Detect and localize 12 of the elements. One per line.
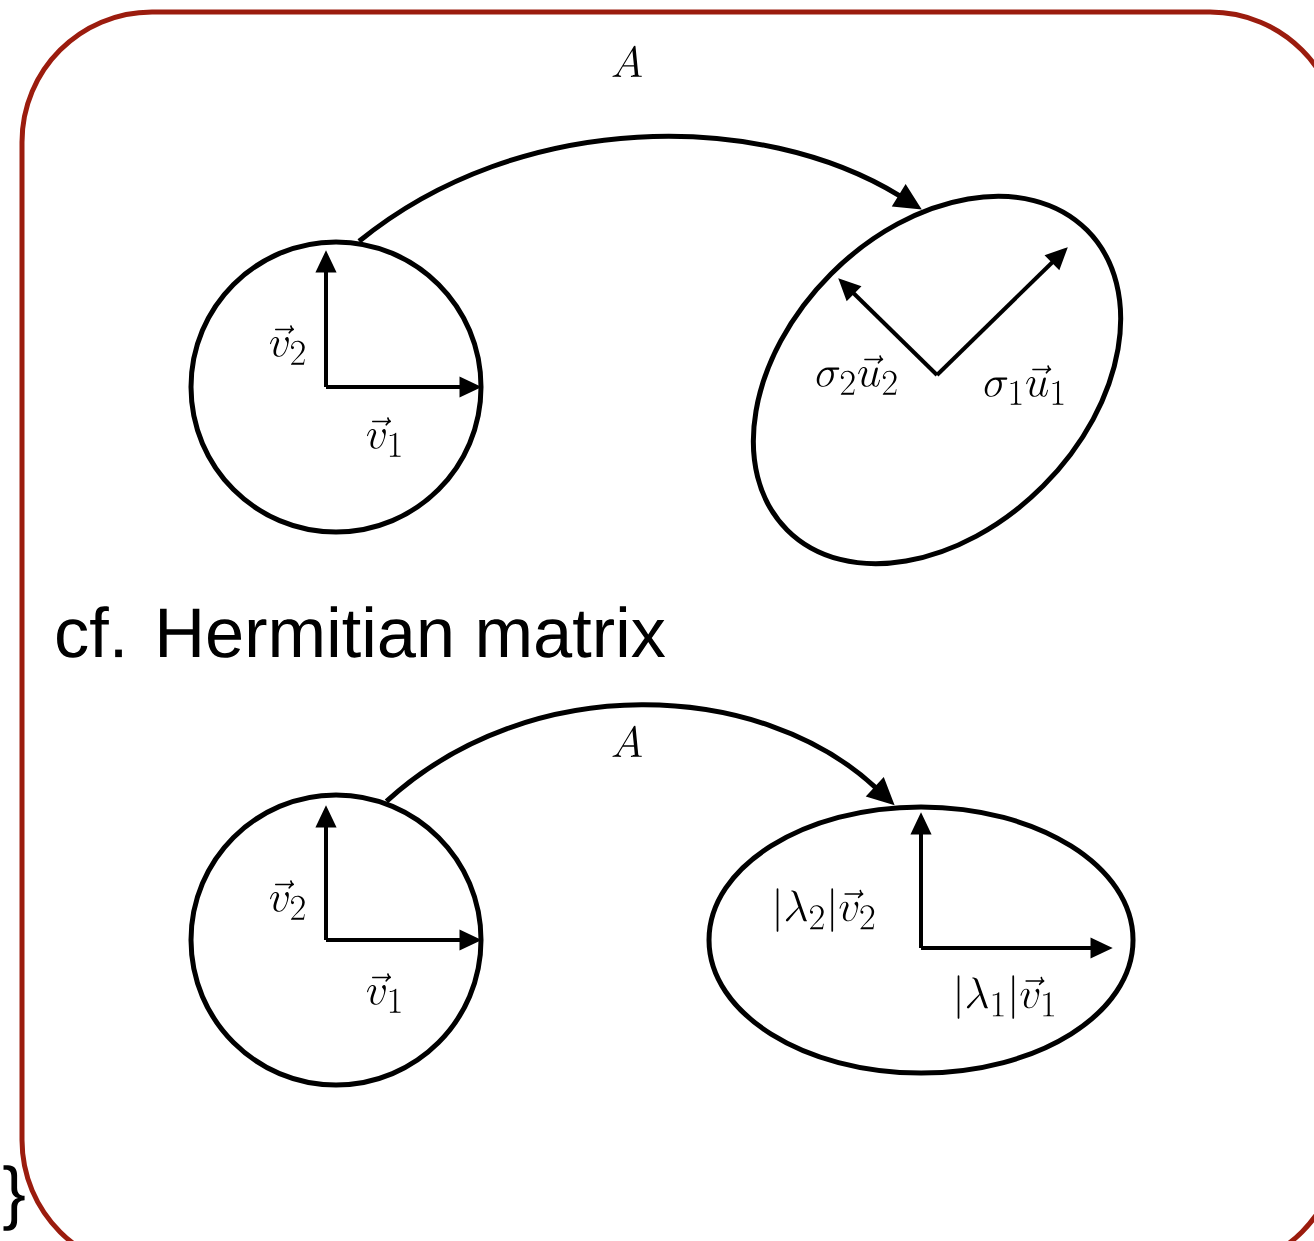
vector-label: $\vec{v}_2$ (270, 880, 305, 920)
vector-label: $\vec{v}_1$ (367, 973, 401, 1013)
vector-label: $|\lambda_2|\vec{v}_2$ (776, 888, 875, 932)
vector-label: $\sigma_1\vec{u}_1$ (984, 365, 1064, 405)
edge-label: $A$ (607, 723, 647, 761)
vector-label: $\sigma_2\vec{u}_2$ (816, 355, 897, 395)
edge-label: $A$ (607, 43, 647, 81)
vector-label: $|\lambda_1|\vec{v}_1$ (957, 975, 1054, 1019)
text-label: cf. Hermitian matrix (57, 606, 666, 658)
vector-label: $\vec{v}_1$ (367, 417, 401, 457)
vector-label: $\vec{v}_2$ (270, 325, 305, 365)
text-label: } (3, 1165, 25, 1231)
